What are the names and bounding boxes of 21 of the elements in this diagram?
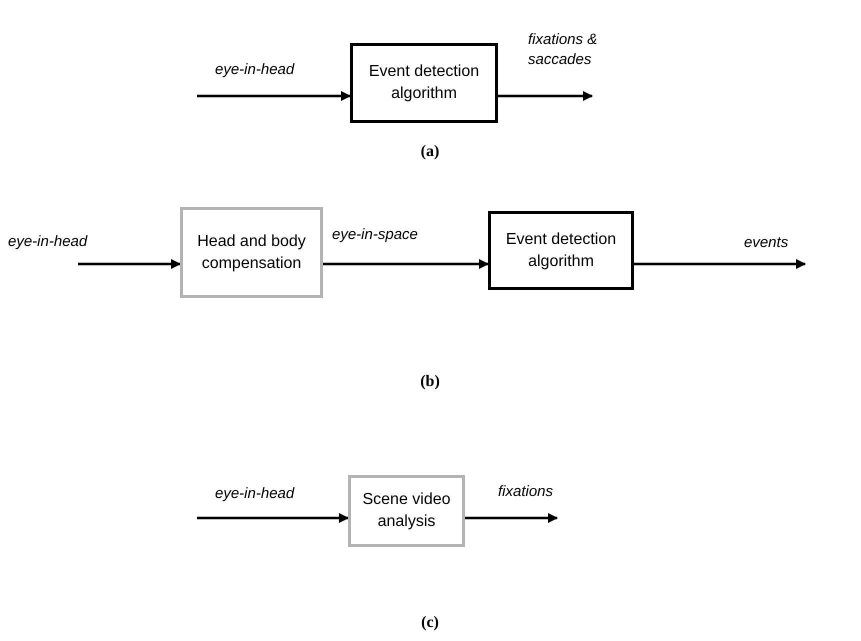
arrow xyxy=(78,259,181,269)
arrow xyxy=(498,91,593,101)
process-box: Head and body compensation xyxy=(180,207,323,298)
panel-caption: (a) xyxy=(420,142,440,162)
arrow xyxy=(197,91,351,101)
arrow xyxy=(323,259,489,269)
edge-label: eye-in-head xyxy=(215,484,296,504)
edge-label: eye-in-head xyxy=(8,232,88,252)
arrow xyxy=(634,259,806,269)
panel-caption: (c) xyxy=(420,613,440,633)
edge-label: events xyxy=(744,233,790,253)
edge-label: eye-in-head xyxy=(215,60,296,80)
arrow xyxy=(465,513,558,523)
process-box: Event detection algorithm xyxy=(350,43,498,123)
edge-label: fixations xyxy=(498,482,554,502)
edge-label: eye-in-space xyxy=(332,225,419,245)
process-box: Scene video analysis xyxy=(348,475,465,547)
arrow xyxy=(197,513,349,523)
panel-caption: (b) xyxy=(419,372,441,392)
edge-label: fixations & saccades xyxy=(528,30,598,70)
process-box: Event detection algorithm xyxy=(488,211,634,290)
